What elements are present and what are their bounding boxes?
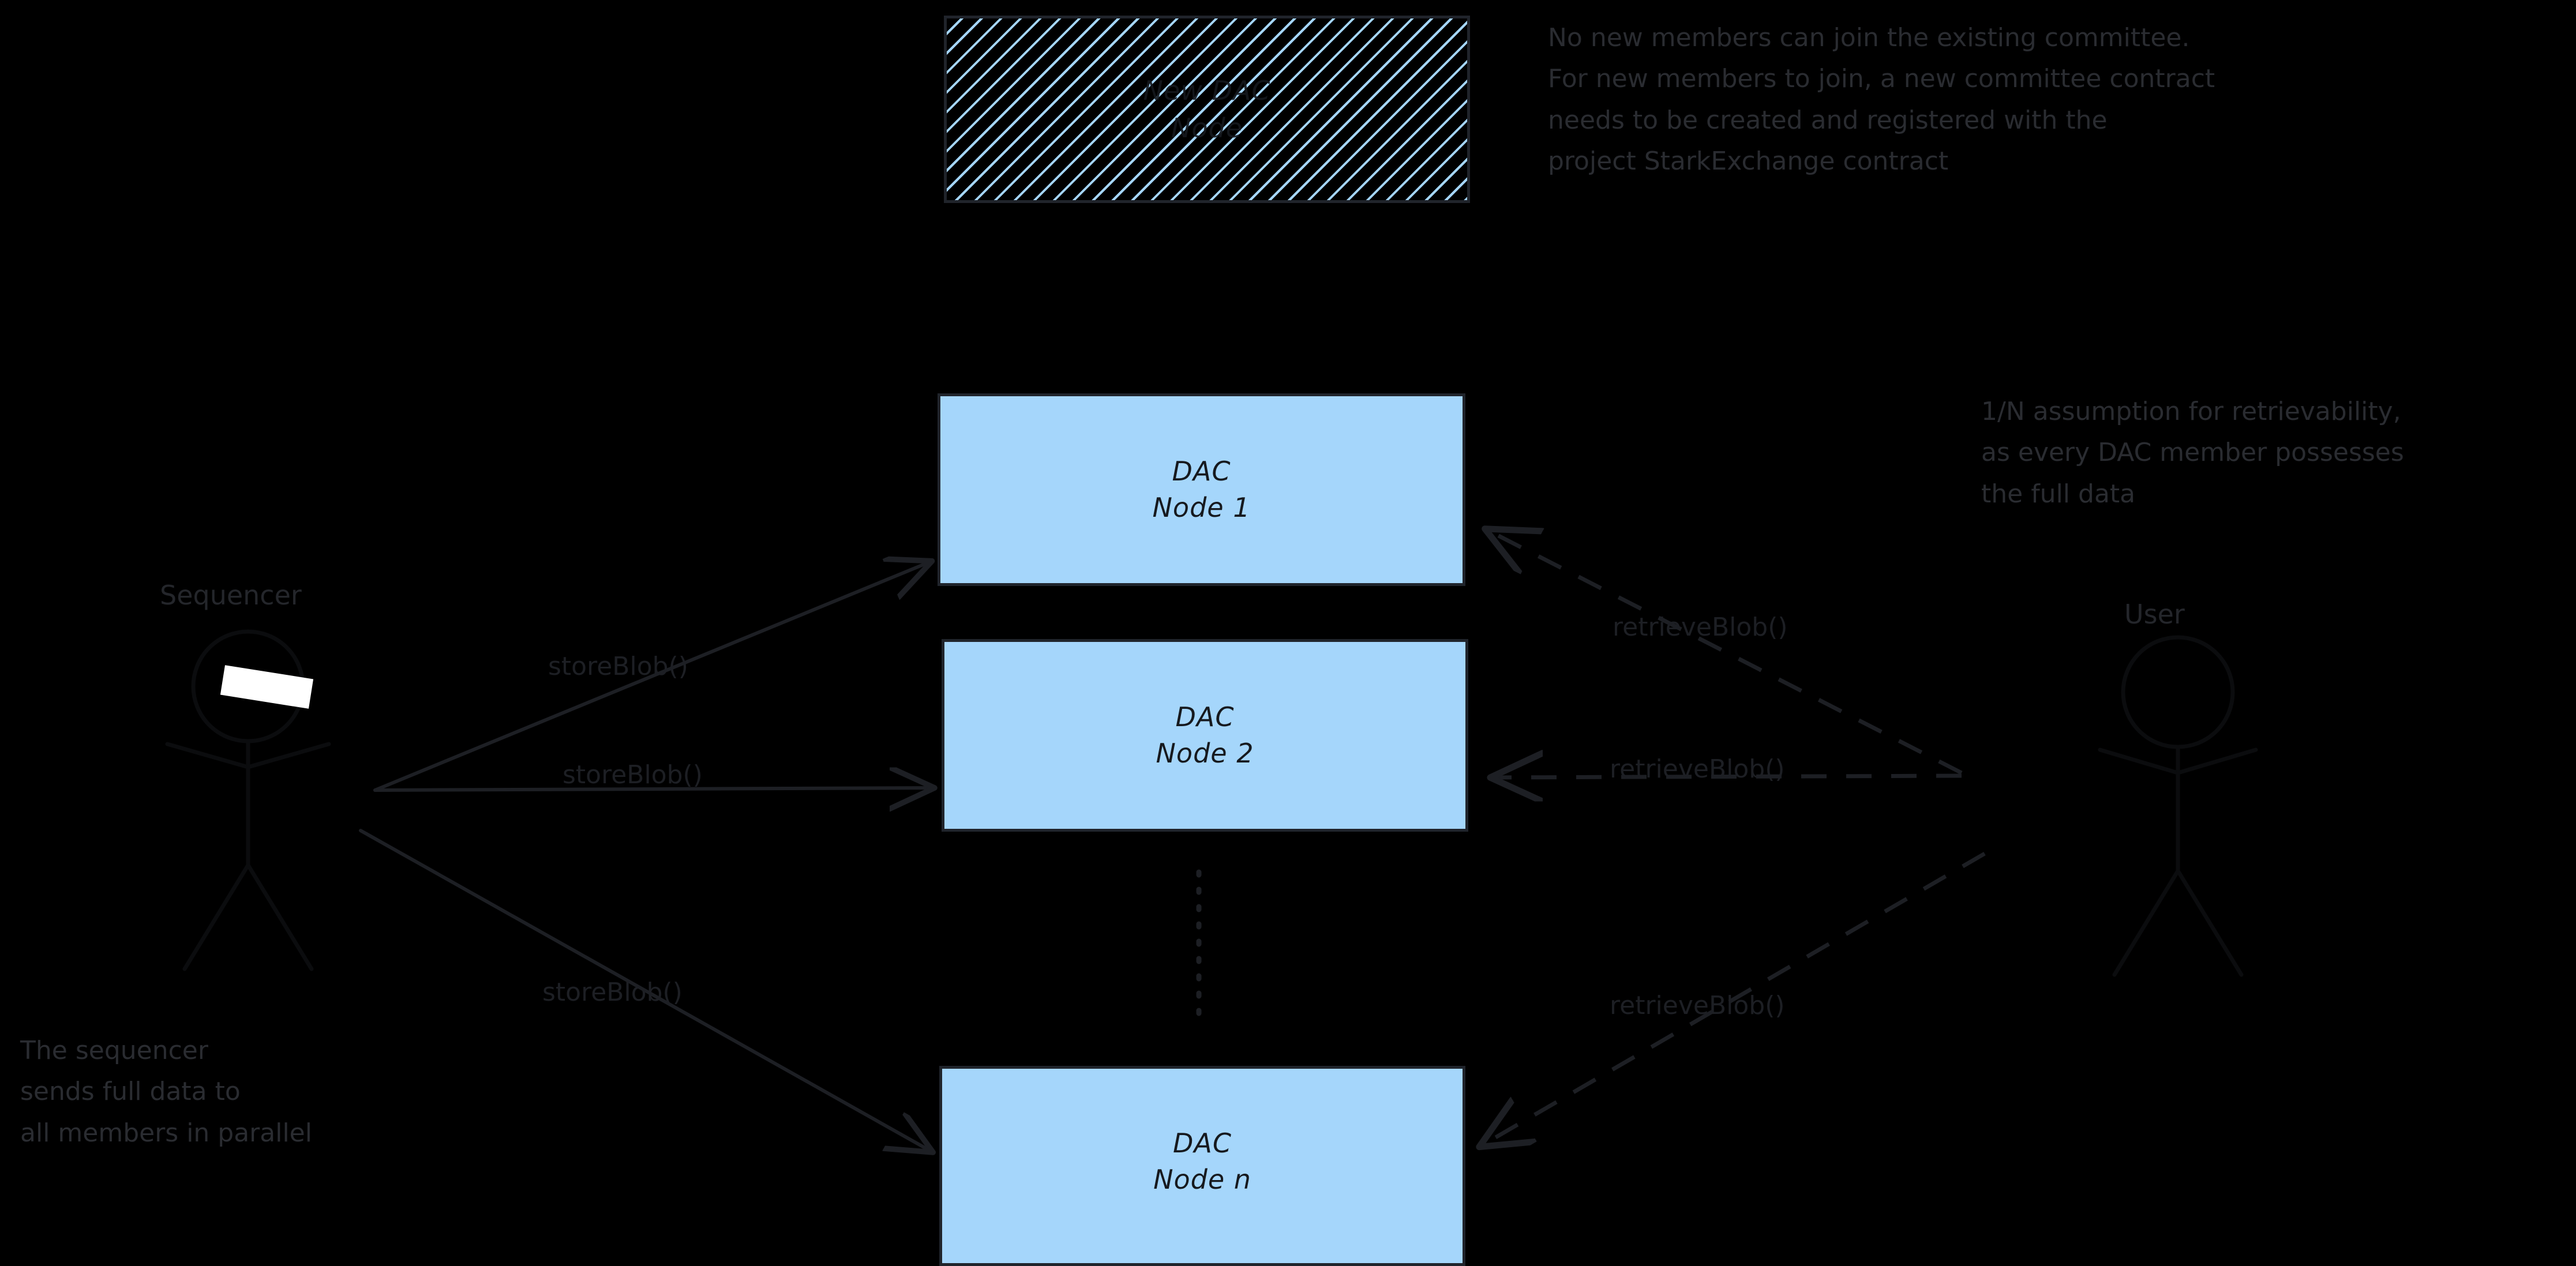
node-dac-node-2-line2: Node 2 bbox=[1156, 738, 1254, 769]
arrow-store-blob-n bbox=[359, 829, 930, 1151]
node-dac-node-n-label: DAC Node n bbox=[1153, 1125, 1251, 1197]
node-new-dac-node-line1: New DAC bbox=[1143, 75, 1271, 107]
edge-label-retrieve-blob-2: retrieveBlob() bbox=[1610, 754, 1785, 784]
annotation-committee: No new members can join the existing com… bbox=[1548, 23, 2215, 176]
node-dac-node-2-line1: DAC bbox=[1175, 701, 1235, 733]
node-dac-node-n-line2: Node n bbox=[1153, 1163, 1251, 1195]
node-dac-node-1-line1: DAC bbox=[1172, 456, 1231, 487]
user-stick-figure bbox=[2098, 635, 2258, 977]
node-dac-node-1-label: DAC Node 1 bbox=[1153, 453, 1251, 525]
node-dac-node-1[interactable]: DAC Node 1 bbox=[938, 393, 1465, 586]
node-dac-node-2[interactable]: DAC Node 2 bbox=[942, 639, 1468, 832]
edge-label-store-blob-2: storeBlob() bbox=[563, 760, 703, 790]
arrow-store-blob-2 bbox=[373, 788, 931, 790]
arrow-retrieve-blob-1 bbox=[1488, 531, 1963, 775]
node-dac-node-n[interactable]: DAC Node n bbox=[939, 1066, 1465, 1266]
node-new-dac-node-label: New DAC Node bbox=[1143, 72, 1271, 146]
arrow-store-blob-1 bbox=[373, 562, 929, 792]
node-new-dac-node-line2: Node bbox=[1171, 112, 1243, 144]
edge-label-store-blob-1: storeBlob() bbox=[548, 652, 688, 681]
actor-label-sequencer: Sequencer bbox=[160, 580, 302, 611]
node-dac-node-1-line2: Node 1 bbox=[1152, 492, 1251, 523]
edge-label-retrieve-blob-1: retrieveBlob() bbox=[1613, 613, 1788, 642]
node-dac-node-2-label: DAC Node 2 bbox=[1156, 699, 1254, 771]
node-dac-node-n-line1: DAC bbox=[1172, 1127, 1232, 1159]
actor-label-user: User bbox=[2124, 599, 2185, 630]
node-new-dac-node[interactable]: New DAC Node bbox=[944, 16, 1470, 203]
annotation-retrievability: 1/N assumption for retrievability, as ev… bbox=[1981, 397, 2404, 509]
annotation-sequencer-note: The sequencer sends full data to all mem… bbox=[20, 1036, 312, 1148]
arrow-retrieve-blob-n bbox=[1483, 851, 1986, 1145]
arrow-retrieve-blob-2 bbox=[1494, 776, 1962, 777]
edge-label-retrieve-blob-n: retrieveBlob() bbox=[1610, 991, 1785, 1020]
edge-label-store-blob-n: storeBlob() bbox=[542, 978, 683, 1007]
